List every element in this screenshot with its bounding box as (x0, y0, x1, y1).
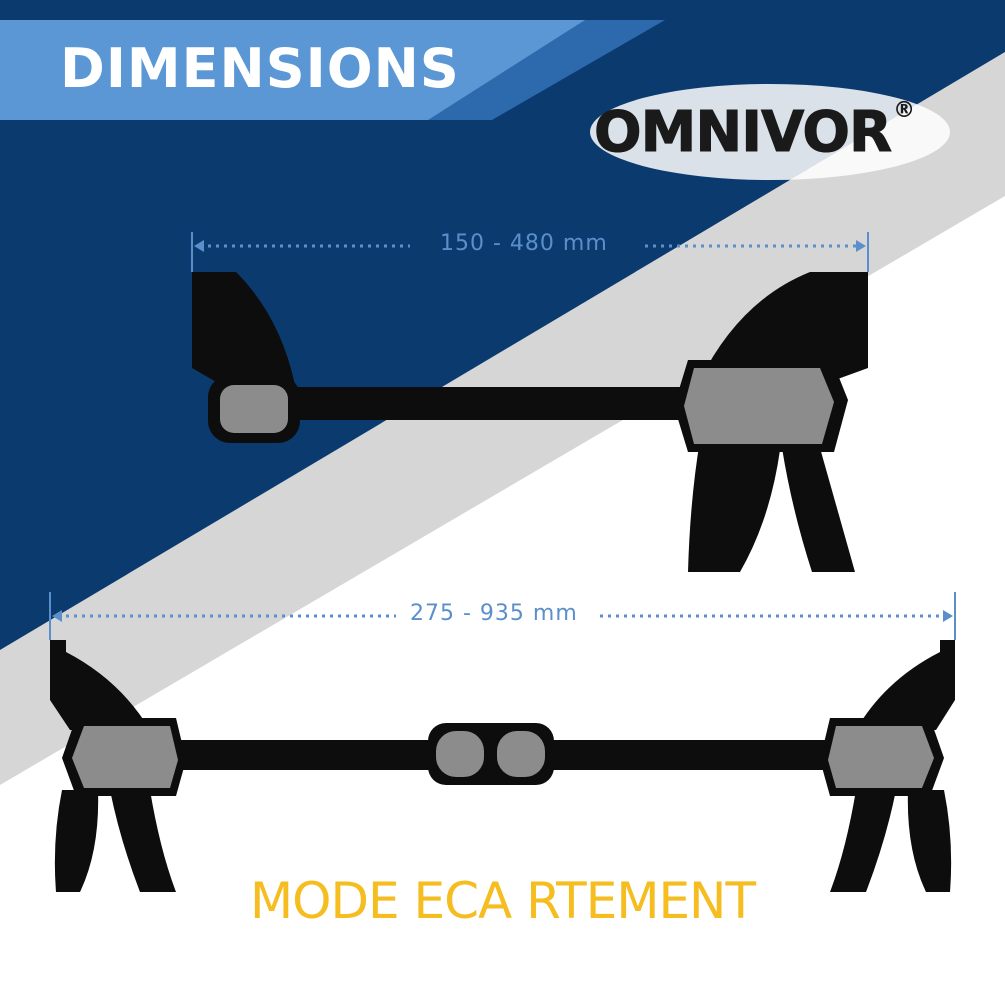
mode-caption: MODE ECA RTEMENT (250, 872, 756, 930)
logo-glow (590, 84, 950, 180)
clamp-short-head (684, 368, 834, 444)
clamp-short-left-pad (220, 385, 288, 433)
banner-front (0, 20, 585, 120)
short-dim-right-arrowhead (856, 240, 866, 252)
long-dim-left-arrowhead (52, 610, 62, 622)
clamp-long-coupler-left (436, 731, 484, 777)
long-dim-right-arrowhead (943, 610, 953, 622)
clamp-long-right-handle-back (830, 790, 896, 892)
clamp-long-left-handle-back (110, 790, 176, 892)
clamp-long-left-head (72, 726, 178, 788)
clamp-short-handle-back (782, 448, 855, 572)
dimension-arrow-icon (49, 592, 956, 640)
brand-logo: OMNIVOR ® (593, 92, 915, 172)
clamp-short-handle-front (688, 440, 780, 572)
brand-logo-text: OMNIVOR (593, 99, 892, 165)
clamp-long-right-jaw (856, 640, 955, 730)
clamp-long-illustration (50, 640, 955, 892)
page-title: DIMENSIONS (60, 37, 460, 100)
clamp-short-illustration (192, 272, 868, 572)
clamp-long-left-handle-front (54, 790, 99, 892)
short-dim-left-arrowhead (194, 240, 204, 252)
dimension-label-long: 275 - 935 mm (410, 601, 578, 626)
dimension-label-short: 150 - 480 mm (440, 231, 608, 256)
clamp-long-right-handle-front (907, 790, 952, 892)
clamp-long-coupler-right (497, 731, 545, 777)
clamp-long-left-jaw (50, 640, 150, 730)
registered-mark: ® (893, 98, 915, 123)
dimension-arrow-icon (191, 232, 869, 272)
clamp-long-right-head (828, 726, 934, 788)
